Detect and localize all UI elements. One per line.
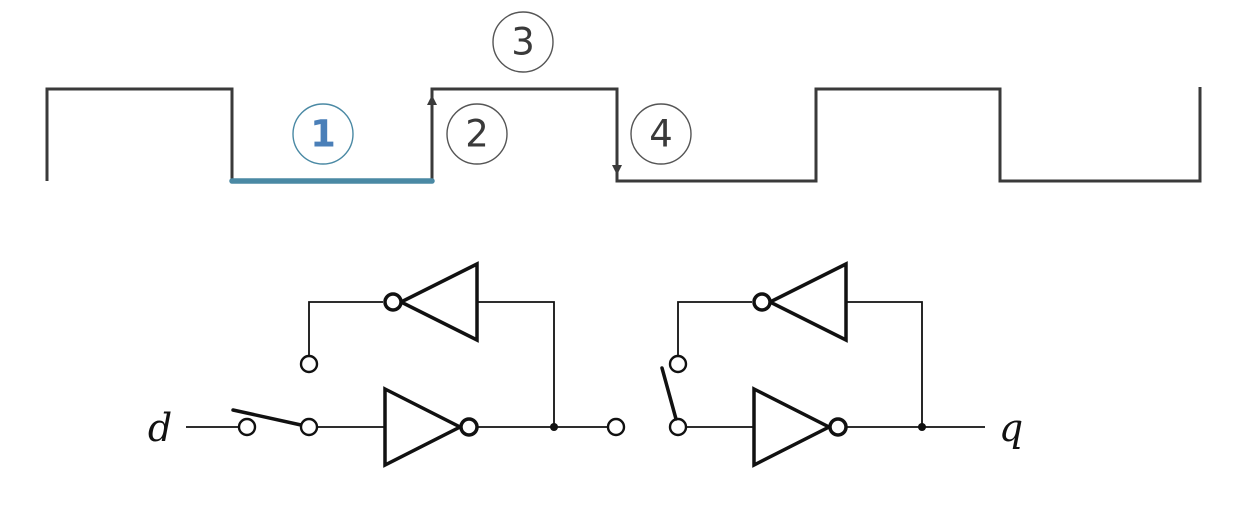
master-input-switch[interactable]: [231, 408, 303, 427]
step-marker-3-label: 3: [511, 21, 535, 64]
step-marker-2-circle: [446, 103, 508, 165]
input-label-d: d: [148, 406, 172, 450]
slave-feedback-inverter-bubble: [752, 292, 772, 312]
step-marker-4-label: 4: [649, 113, 673, 156]
slave-forward-inverter-bubble: [828, 417, 848, 437]
slave-input-switch[interactable]: [660, 366, 678, 421]
master-forward-inverter-bubble: [459, 417, 479, 437]
master-feedback-wire: [308, 301, 383, 356]
clock-waveform: [45, 87, 1202, 184]
slave-latch: [660, 261, 985, 468]
slave-loop-wire: [846, 301, 923, 427]
master-switch-terminal-left: [237, 417, 257, 437]
step-marker-4[interactable]: 4: [630, 103, 692, 165]
slave-feedback-terminal: [668, 354, 688, 374]
master-switch-terminal-right: [299, 417, 319, 437]
master-junction-dot: [550, 423, 558, 431]
step-marker-1[interactable]: 1: [292, 103, 354, 165]
slave-junction-dot: [918, 423, 926, 431]
master-output-terminal: [606, 417, 626, 437]
step-marker-2-label: 2: [465, 113, 489, 156]
step-marker-1-label: 1: [310, 113, 336, 156]
output-label-q: q: [999, 406, 1023, 450]
clock-signal: [45, 87, 1202, 183]
step-marker-4-circle: [630, 103, 692, 165]
slave-forward-inverter: [752, 386, 833, 468]
master-forward-inverter: [383, 386, 464, 468]
master-latch: [186, 261, 626, 468]
slave-feedback-wire: [677, 301, 752, 356]
step-marker-3-circle: [492, 11, 554, 73]
step-marker-1-circle: [292, 103, 354, 165]
master-feedback-terminal: [299, 354, 319, 374]
master-feedback-inverter-bubble: [383, 292, 403, 312]
slave-feedback-inverter: [766, 261, 848, 343]
step-markers: 1 2 3 4: [292, 11, 692, 165]
step-marker-3[interactable]: 3: [492, 11, 554, 73]
master-loop-wire: [477, 301, 555, 427]
step-marker-2[interactable]: 2: [446, 103, 508, 165]
slave-switch-terminal: [668, 417, 688, 437]
master-feedback-inverter: [397, 261, 479, 343]
